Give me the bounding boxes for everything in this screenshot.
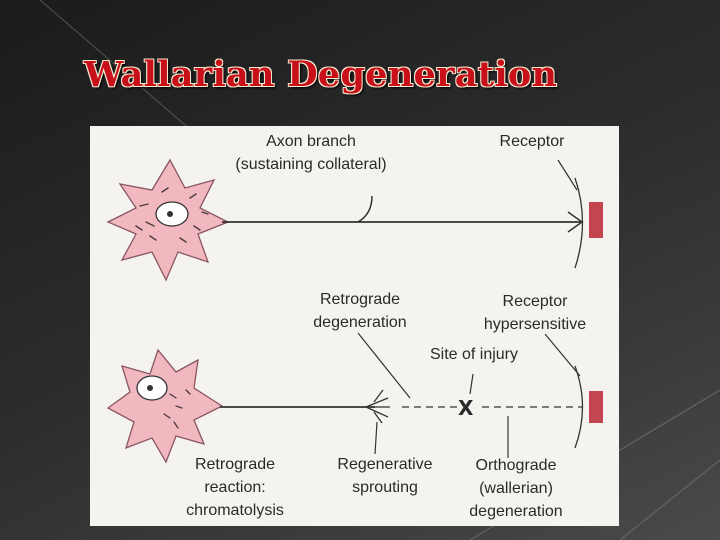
bottom-nucleolus: [147, 385, 153, 391]
receptor-hypersensitive-label: Receptor hypersensitive: [465, 290, 605, 336]
top-neuron: [106, 158, 603, 282]
site-of-injury-label: Site of injury: [429, 346, 519, 363]
top-nucleolus: [167, 211, 173, 217]
diagram-drawing: [106, 158, 603, 464]
injury-x-mark: X: [458, 396, 474, 420]
retrograde-degeneration-line1: Retrograde: [319, 291, 401, 308]
orthograde-line2: (wallerian): [479, 480, 553, 497]
retrograde-reaction-line2: reaction:: [204, 479, 266, 496]
top-axon-collateral: [357, 195, 373, 223]
regenerative-sprouting-line1: Regenerative: [337, 456, 433, 473]
retrograde-reaction-line3: chromatolysis: [186, 502, 284, 519]
retrograde-reaction-line1: Retrograde: [194, 456, 276, 473]
regenerative-sprouting-label: Regenerative sprouting: [320, 453, 450, 499]
receptor-hypersensitive-line2: hypersensitive: [483, 316, 587, 333]
retrograde-degeneration-label: Retrograde degeneration: [300, 288, 420, 334]
retrograde-reaction-label: Retrograde reaction: chromatolysis: [170, 453, 300, 522]
regenerative-sprouts: [365, 389, 390, 424]
bottom-neuron: [106, 332, 603, 464]
axon-branch-line2: (sustaining collateral): [235, 156, 387, 173]
axon-branch-line1: Axon branch: [266, 133, 356, 150]
top-receptor-membrane: [574, 177, 584, 269]
top-receptor-block: [589, 202, 603, 238]
regenerative-sprouting-line2: sprouting: [352, 479, 418, 496]
top-receptor-label: Receptor: [499, 133, 565, 150]
bottom-receptor-block: [589, 391, 603, 423]
slide-title: Wallarian Degeneration: [84, 54, 558, 95]
orthograde-line1: Orthograde: [475, 457, 557, 474]
receptor-hypersensitive-line1: Receptor: [502, 293, 568, 310]
bottom-cell-body: [106, 348, 224, 464]
axon-branch-label: Axon branch (sustaining collateral): [211, 130, 411, 176]
retrograde-degeneration-line2: degeneration: [313, 314, 407, 331]
orthograde-degeneration-label: Orthograde (wallerian) degeneration: [456, 454, 576, 523]
neuron-diagram: Axon branch (sustaining collateral) Rece…: [90, 126, 619, 526]
orthograde-line3: degeneration: [469, 503, 563, 520]
bottom-receptor-membrane: [574, 365, 584, 449]
